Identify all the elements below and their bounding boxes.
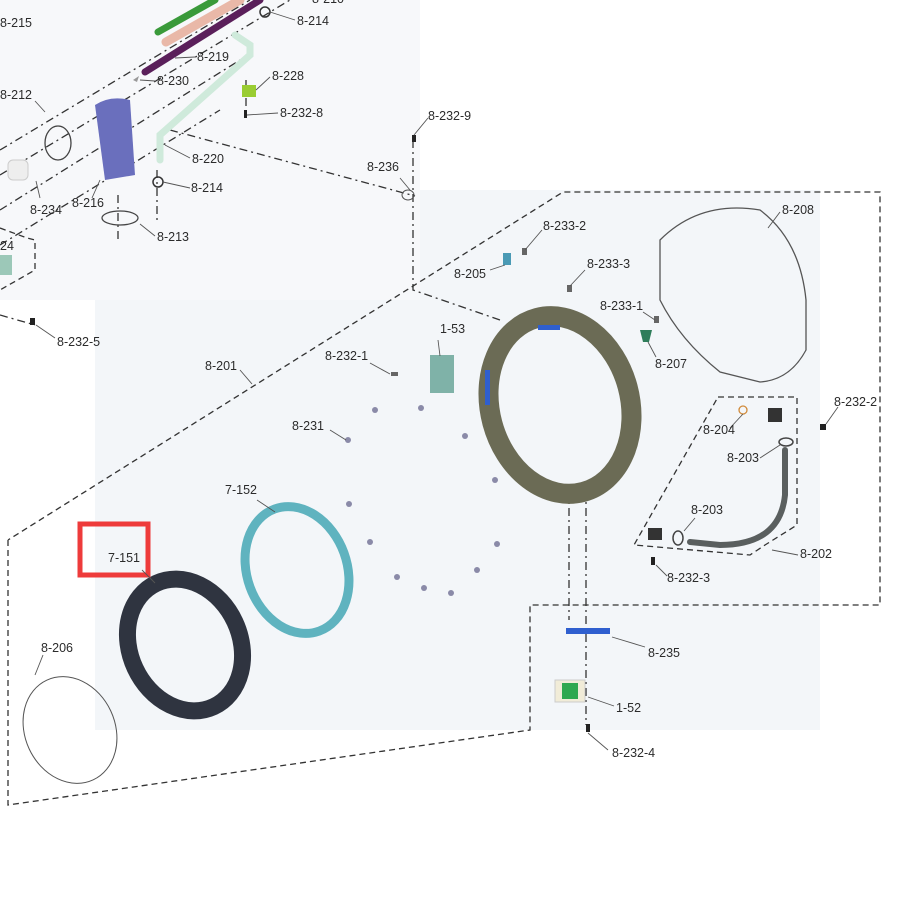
drain-hose-outline (632, 396, 798, 556)
vent-tube-8-220 (156, 31, 254, 164)
leader-lines (34, 11, 839, 751)
label-1-52: 1-52 (616, 701, 641, 715)
label-8-203b: 8-203 (691, 503, 723, 517)
label-8-210: 8-210 (312, 0, 344, 6)
screw-8-233-2 (522, 248, 527, 255)
label-8-233-2: 8-233-2 (543, 219, 586, 233)
label-8-205: 8-205 (454, 267, 486, 281)
part-8-205 (503, 253, 511, 265)
label-8-232-4: 8-232-4 (612, 746, 655, 760)
clip-8-236 (401, 189, 415, 201)
label-8-236: 8-236 (367, 160, 399, 174)
screw-8-232-3 (651, 557, 655, 565)
assembly-line (0, 0, 251, 151)
label-8-206: 8-206 (41, 641, 73, 655)
clamp-8-213 (101, 210, 139, 226)
label-8-231: 8-231 (292, 419, 324, 433)
hose-green (154, 0, 219, 36)
screw-8-232-2 (820, 424, 826, 430)
trim-ring-7-152 (240, 502, 354, 638)
screw-8-233-3 (567, 285, 572, 292)
hose-8-219 (141, 0, 264, 76)
label-8-232-9: 8-232-9 (428, 109, 471, 123)
label-8-232-2: 8-232-2 (834, 395, 877, 409)
label-8-207: 8-207 (655, 357, 687, 371)
label-8-214: 8-214 (297, 14, 329, 28)
assembly-line (0, 0, 291, 176)
screw-8-232-4 (586, 724, 590, 732)
label-8-233-1: 8-233-1 (600, 299, 643, 313)
screw-8-232-9 (412, 135, 416, 142)
label-24: 24 (0, 239, 14, 253)
assembly-line (0, 59, 241, 211)
bellows-8-216 (95, 98, 135, 180)
part-8-234 (7, 159, 29, 181)
label-8-230: 8-230 (157, 74, 189, 88)
label-8-235: 8-235 (648, 646, 680, 660)
label-8-232-8: 8-232-8 (280, 106, 323, 120)
label-8-201: 8-201 (205, 359, 237, 373)
tub-accent (485, 370, 490, 405)
label-8-232-1: 8-232-1 (325, 349, 368, 363)
label-8-202: 8-202 (800, 547, 832, 561)
assembly-line (0, 314, 36, 326)
label-8-228: 8-228 (272, 69, 304, 83)
door-seal-7-151 (118, 570, 252, 720)
module-1-53 (430, 355, 454, 393)
label-8-216: 8-216 (72, 196, 104, 210)
screw-8-233-1 (654, 316, 659, 323)
label-8-208: 8-208 (782, 203, 814, 217)
screw-set-8-231 (345, 405, 500, 596)
label-1-53: 1-53 (440, 322, 465, 336)
label-7-152: 7-152 (225, 483, 257, 497)
clamp-8-212 (44, 125, 72, 161)
clamp-8-203 (672, 530, 684, 546)
label-8-215: 8-215 (0, 16, 32, 30)
label-8-214b: 8-214 (191, 181, 223, 195)
bracket-8-228 (242, 85, 256, 97)
tub-accent (538, 325, 560, 330)
label-8-203a: 8-203 (727, 451, 759, 465)
label-8-212: 8-212 (0, 88, 32, 102)
background-zone-top (0, 0, 420, 300)
label-8-204: 8-204 (703, 423, 735, 437)
assembly-line (412, 140, 501, 321)
part-8-207 (640, 330, 652, 342)
part-24 (0, 255, 12, 275)
tub-assembly-outline (7, 191, 881, 806)
screw-8-232-8 (244, 110, 247, 118)
label-8-232-5: 8-232-5 (57, 335, 100, 349)
bracket-8-235 (566, 628, 610, 634)
label-8-233-3: 8-233-3 (587, 257, 630, 271)
hose-pink (161, 0, 245, 47)
fitting (768, 408, 782, 422)
wire-8-206 (22, 676, 118, 784)
label-7-151: 7-151 (108, 551, 140, 565)
left-subgroup-outline (0, 227, 36, 291)
label-8-220: 8-220 (192, 152, 224, 166)
label-8-219: 8-219 (197, 50, 229, 64)
screw-8-232-5 (30, 318, 35, 325)
assembly-line (169, 129, 416, 197)
fitting (648, 528, 662, 540)
sensor-1-52-board (562, 683, 578, 699)
highlight-box-7-151 (77, 521, 151, 578)
gasket-8-208 (659, 207, 807, 383)
label-8-232-3: 8-232-3 (667, 571, 710, 585)
screw-8-232-1 (391, 372, 398, 376)
clamp-8-203 (778, 437, 794, 447)
label-8-213: 8-213 (157, 230, 189, 244)
label-8-234: 8-234 (30, 203, 62, 217)
clip-8-230 (133, 76, 139, 82)
tub-front-8-201 (478, 306, 642, 504)
drain-hose-8-202 (687, 447, 788, 549)
